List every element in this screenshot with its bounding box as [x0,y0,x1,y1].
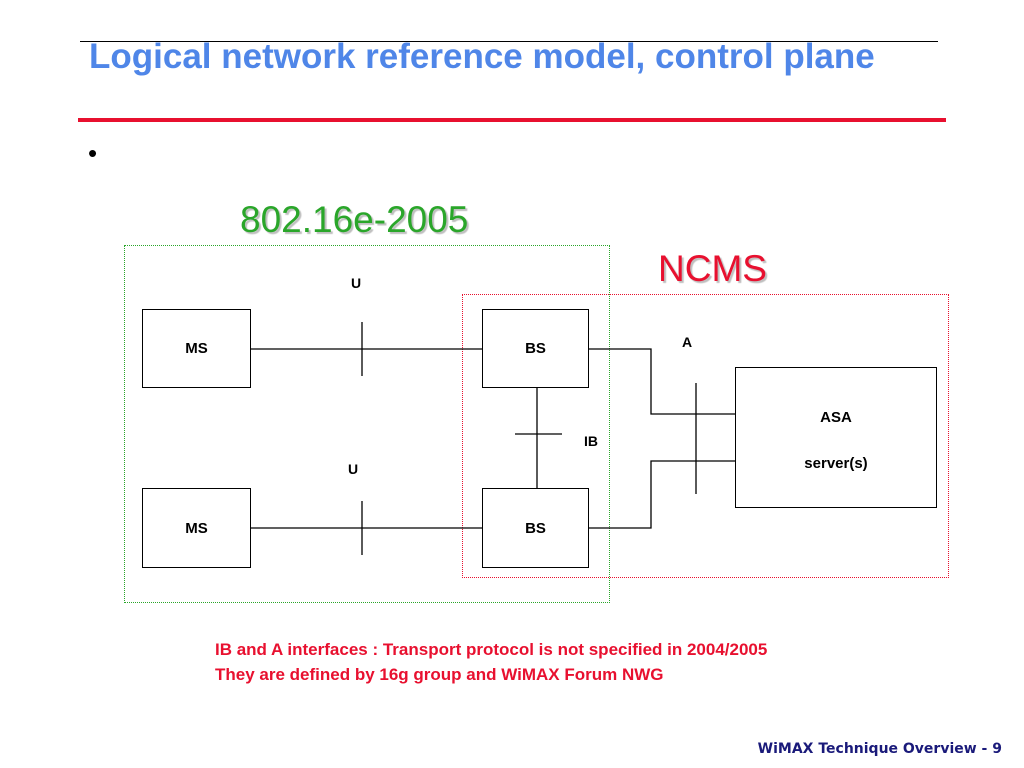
interface-label-u-bottom: U [348,461,359,477]
interface-note: IB and A interfaces : Transport protocol… [215,637,767,687]
group-label-802-16e-2005: 802.16e-2005 [240,199,469,240]
interface-label-a: A [682,334,693,350]
ms-node-top-label: MS [185,340,208,357]
bs-node-top: BS [482,309,589,388]
ms-node-bottom-label: MS [185,519,208,537]
title-top-rule [80,41,938,42]
interface-label-u-top: U [351,275,362,291]
zone-ncms [462,294,949,578]
slide-title: Logical network reference model, control… [89,37,875,76]
bs-node-bottom-label: BS [525,519,546,537]
ms-node-bottom: MS [142,488,251,568]
ms-node-top: MS [142,309,251,388]
bullet-point: • [88,138,98,168]
asa-server-subtitle: server(s) [804,455,868,472]
link-bs-bottom-asa [589,460,735,529]
link-bs-top-asa [589,348,735,415]
bs-node-bottom: BS [482,488,589,568]
asa-server-node: ASA server(s) [735,367,937,508]
zone-802-16e-2005 [124,245,610,603]
title-underline [78,118,946,122]
group-label-ncms: NCMS [658,248,767,289]
bs-node-top-label: BS [525,340,546,357]
interface-note-line-2: They are defined by 16g group and WiMAX … [215,665,664,684]
asa-server-name: ASA [820,409,852,426]
slide-footer: WiMAX Technique Overview - 9 [757,741,1002,757]
interface-label-ib: IB [584,433,598,449]
interface-note-line-1: IB and A interfaces : Transport protocol… [215,640,768,659]
